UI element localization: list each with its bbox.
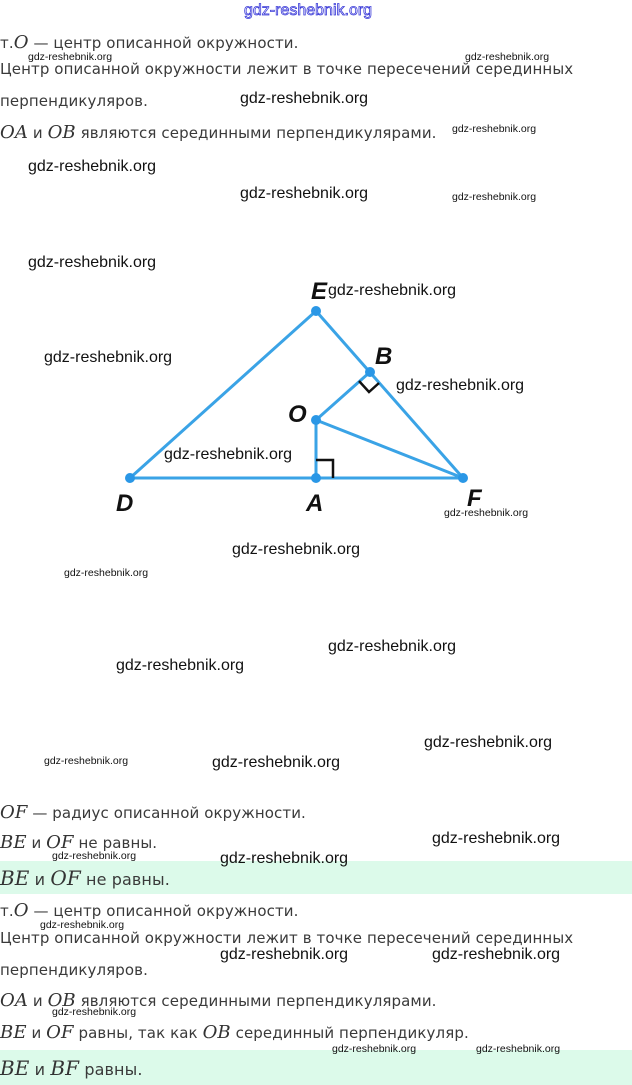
answer-line: BE и OF не равны. — [0, 866, 170, 890]
text-line: BE и OF не равны. — [0, 832, 157, 853]
answer-highlight — [0, 861, 632, 894]
text-line: OF — радиус описанной окружности. — [0, 802, 306, 823]
watermark: gdz-reshebnik.org — [116, 657, 245, 674]
triangle-diagram: E B O D A F — [116, 278, 483, 517]
text: — радиус описанной окружности. — [27, 804, 306, 822]
watermark: gdz-reshebnik.org — [44, 755, 129, 767]
text-line: OA и OB являются серединными перпендикул… — [0, 990, 437, 1011]
text: являются серединными перпендикулярами. — [75, 992, 437, 1010]
text: — центр описанной окружности. — [28, 902, 299, 920]
point-O — [311, 415, 321, 425]
point-B — [365, 367, 375, 377]
text: не равны. — [73, 834, 158, 852]
text: и — [26, 834, 47, 852]
site-watermark-header[interactable]: gdz-reshebnik.org — [244, 2, 373, 20]
math: OB — [202, 1022, 231, 1043]
watermark: gdz-reshebnik.org — [465, 51, 550, 63]
text-line: Центр описанной окружности лежит в точке… — [0, 60, 574, 78]
label-E: E — [311, 278, 328, 305]
text-line: OA и OB являются серединными перпендикул… — [0, 122, 437, 143]
point-E — [311, 306, 321, 316]
math: OB — [47, 990, 76, 1011]
watermark: gdz-reshebnik.org — [164, 446, 293, 463]
text-line: т.O — центр описанной окружности. — [0, 32, 299, 53]
segment-OB — [315, 370, 371, 422]
math: OB — [47, 122, 76, 143]
watermark: gdz-reshebnik.org — [212, 754, 341, 771]
math: OF — [46, 1022, 74, 1043]
watermark: gdz-reshebnik.org — [452, 191, 537, 203]
side-EF — [314, 310, 465, 479]
label-A: A — [305, 490, 323, 517]
text: — центр описанной окружности. — [28, 34, 299, 52]
text: равны. — [79, 1060, 143, 1079]
point-A — [311, 473, 321, 483]
text: т. — [0, 34, 14, 52]
text: равны, так как — [73, 1024, 203, 1042]
side-DE — [128, 309, 318, 480]
point-D — [125, 473, 135, 483]
label-O: O — [288, 401, 307, 428]
watermark: gdz-reshebnik.org — [476, 1043, 561, 1055]
watermark: gdz-reshebnik.org — [328, 638, 457, 655]
watermark: gdz-reshebnik.org — [52, 1006, 137, 1018]
text-line: перпендикуляров. — [0, 961, 148, 979]
math: OF — [46, 832, 74, 853]
text: и — [29, 870, 51, 889]
watermark: gdz-reshebnik.org — [432, 946, 561, 963]
segment-OF — [315, 418, 464, 480]
watermark: gdz-reshebnik.org — [396, 377, 525, 394]
text-line: BE и OF равны, так как OB серединный пер… — [0, 1022, 469, 1043]
watermark: gdz-reshebnik.org — [328, 282, 457, 299]
answer-line: BE и BF равны. — [0, 1056, 143, 1080]
watermark: gdz-reshebnik.org — [28, 51, 113, 63]
watermark: gdz-reshebnik.org — [232, 541, 361, 558]
watermark: gdz-reshebnik.org — [220, 946, 349, 963]
text: и — [27, 992, 48, 1010]
watermark: gdz-reshebnik.org — [424, 734, 553, 751]
answer-highlight — [0, 1050, 632, 1085]
right-angle-B — [358, 380, 380, 394]
text-line: Центр описанной окружности лежит в точке… — [0, 929, 574, 947]
watermark: gdz-reshebnik.org — [240, 90, 369, 107]
math: OF — [50, 866, 81, 890]
right-angle-A — [316, 458, 335, 478]
math: O — [13, 900, 29, 921]
text-line: т.O — центр описанной окружности. — [0, 900, 299, 921]
text: и — [29, 1060, 51, 1079]
point-F — [458, 473, 468, 483]
text: являются серединными перпендикулярами. — [75, 124, 437, 142]
math: BE — [0, 832, 27, 853]
math: BF — [50, 1056, 80, 1080]
text-line: перпендикуляров. — [0, 92, 148, 110]
label-B: B — [375, 343, 392, 370]
text: т. — [0, 902, 14, 920]
watermark: gdz-reshebnik.org — [40, 919, 125, 931]
math: BE — [0, 1022, 27, 1043]
watermark: gdz-reshebnik.org — [220, 850, 349, 867]
watermark: gdz-reshebnik.org — [64, 567, 149, 579]
watermark: gdz-reshebnik.org — [452, 123, 537, 135]
watermark: gdz-reshebnik.org — [432, 830, 561, 847]
text: не равны. — [80, 870, 170, 889]
text: и — [26, 1024, 47, 1042]
watermark: gdz-reshebnik.org — [332, 1043, 417, 1055]
watermark: gdz-reshebnik.org — [240, 185, 369, 202]
watermark: gdz-reshebnik.org — [444, 507, 529, 519]
watermark: gdz-reshebnik.org — [28, 254, 157, 271]
text: серединный перпендикуляр. — [230, 1024, 469, 1042]
text: и — [27, 124, 48, 142]
label-F: F — [467, 485, 483, 512]
label-D: D — [116, 490, 133, 517]
math: O — [13, 32, 29, 53]
math: BE — [0, 1056, 30, 1080]
watermark: gdz-reshebnik.org — [28, 158, 157, 175]
math: OA — [0, 122, 28, 143]
math: OF — [0, 802, 28, 823]
watermark: gdz-reshebnik.org — [52, 850, 137, 862]
math: OA — [0, 990, 28, 1011]
math: BE — [0, 866, 30, 890]
watermark: gdz-reshebnik.org — [44, 349, 173, 366]
